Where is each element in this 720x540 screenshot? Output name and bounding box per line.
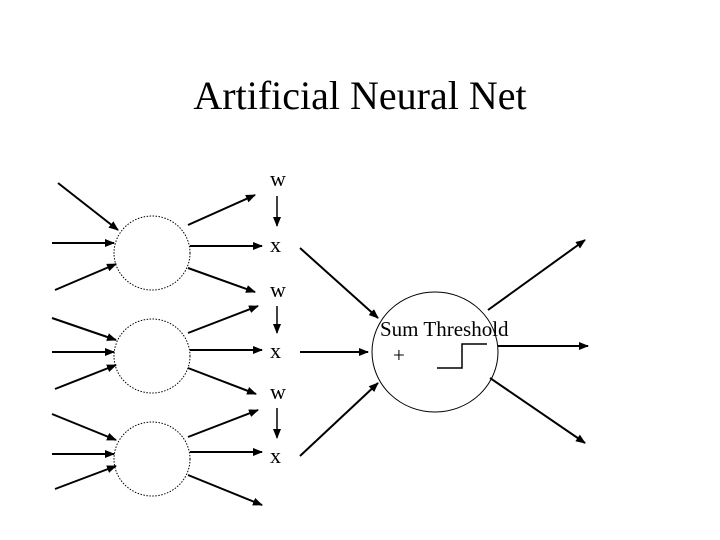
hidden-output-arrow — [187, 194, 256, 226]
hidden-output-arrow — [187, 409, 259, 438]
input-arrow — [54, 465, 117, 490]
hidden-output-arrow — [187, 474, 263, 506]
hidden-neuron-1 — [113, 215, 191, 291]
input-arrow — [54, 263, 117, 291]
hidden-output-arrow — [187, 305, 259, 334]
step-function-icon — [437, 343, 487, 369]
input-arrow — [54, 364, 117, 390]
network-output-arrow — [489, 377, 586, 444]
sum-operator: + — [393, 343, 405, 367]
multiply-label: x — [270, 338, 281, 363]
weight-label: w — [270, 379, 286, 404]
hidden-output-arrow — [187, 367, 257, 395]
output-neuron-label: Sum Threshold — [380, 317, 509, 341]
multiply-output-arrow — [299, 382, 379, 457]
hidden-neuron-2 — [113, 318, 191, 394]
input-arrow — [51, 413, 117, 441]
weight-label: w — [270, 166, 286, 191]
slide-title: Artificial Neural Net — [193, 73, 527, 118]
input-arrow — [51, 317, 117, 341]
output-neuron — [371, 291, 499, 413]
hidden-neuron-3 — [113, 421, 191, 497]
multiply-label: x — [270, 443, 281, 468]
multiply-output-arrow — [299, 247, 379, 319]
input-arrow — [57, 182, 119, 231]
multiply-label: x — [270, 232, 281, 257]
hidden-output-arrow — [187, 267, 256, 293]
network-output-arrow — [487, 239, 586, 311]
weight-label: w — [270, 277, 286, 302]
